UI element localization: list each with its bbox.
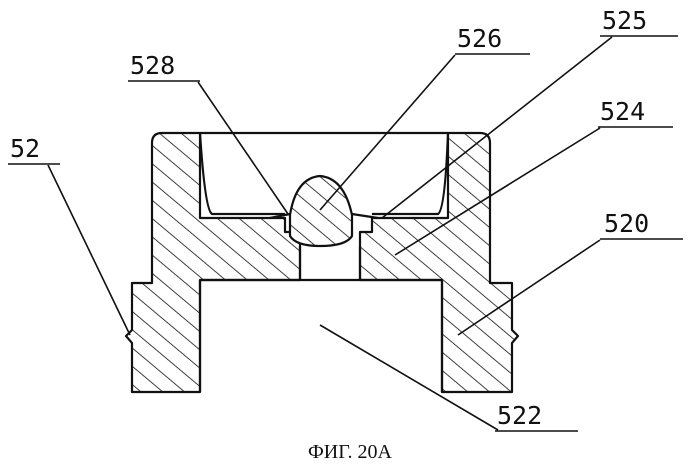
leader-52 [48,165,130,335]
leader-524 [395,128,600,255]
housing-left-wall [126,133,300,392]
label-52: 52 [10,134,40,163]
label-525: 525 [602,6,647,35]
label-520: 520 [604,209,649,238]
housing-right-wall [360,133,518,392]
label-526: 526 [457,24,502,53]
leader-525 [382,37,612,218]
ball-valve [290,176,352,246]
label-522: 522 [497,401,542,430]
valve-channel [300,246,360,280]
label-528: 528 [130,51,175,80]
figure-caption: ФИГ. 20А [308,441,393,463]
label-524: 524 [600,97,645,126]
leader-528 [198,82,288,214]
